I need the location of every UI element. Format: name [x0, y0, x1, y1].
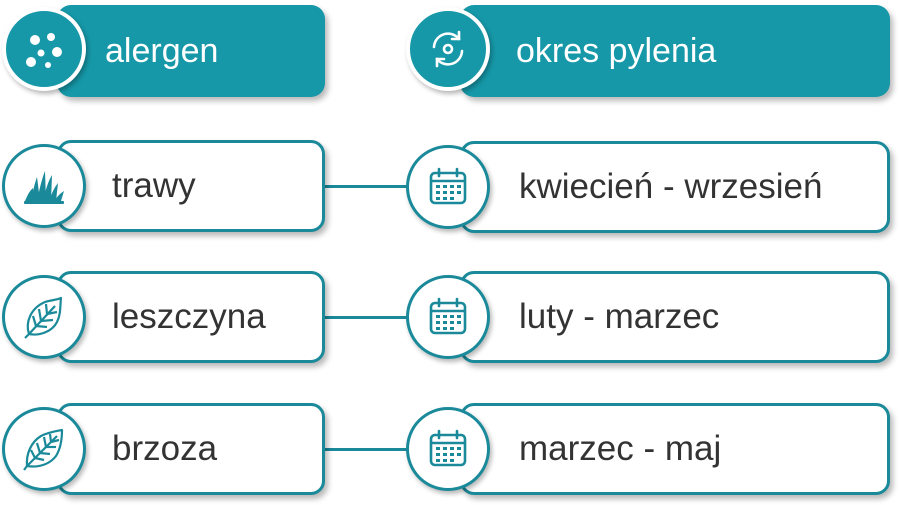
- birch-leaf-icon: [2, 407, 86, 491]
- period-box: luty - marzec: [460, 271, 890, 363]
- allergen-box: brzoza: [57, 403, 325, 495]
- calendar-icon: [406, 275, 490, 359]
- grass-icon: [2, 144, 86, 228]
- calendar-icon: [406, 407, 490, 491]
- allergen-box: trawy: [57, 140, 325, 232]
- header-period-label: okres pylenia: [516, 31, 717, 70]
- connector-line: [325, 185, 415, 188]
- allergen-box: leszczyna: [57, 271, 325, 363]
- period-label: luty - marzec: [519, 297, 720, 336]
- period-label: kwiecień - wrzesień: [519, 167, 823, 206]
- period-box: marzec - maj: [460, 403, 890, 495]
- connector-line: [325, 316, 415, 319]
- cycle-icon: [406, 7, 490, 91]
- period-box: kwiecień - wrzesień: [460, 141, 890, 233]
- allergen-label: trawy: [112, 166, 196, 205]
- calendar-icon: [406, 145, 490, 229]
- header-period: okres pylenia: [460, 5, 890, 97]
- connector-line: [325, 448, 415, 451]
- allergen-label: brzoza: [112, 429, 218, 468]
- pollen-icon: [2, 7, 86, 91]
- header-allergen: alergen: [57, 5, 325, 97]
- period-label: marzec - maj: [519, 429, 722, 468]
- header-allergen-label: alergen: [105, 31, 219, 70]
- hazel-leaf-icon: [2, 275, 86, 359]
- allergen-label: leszczyna: [112, 297, 266, 336]
